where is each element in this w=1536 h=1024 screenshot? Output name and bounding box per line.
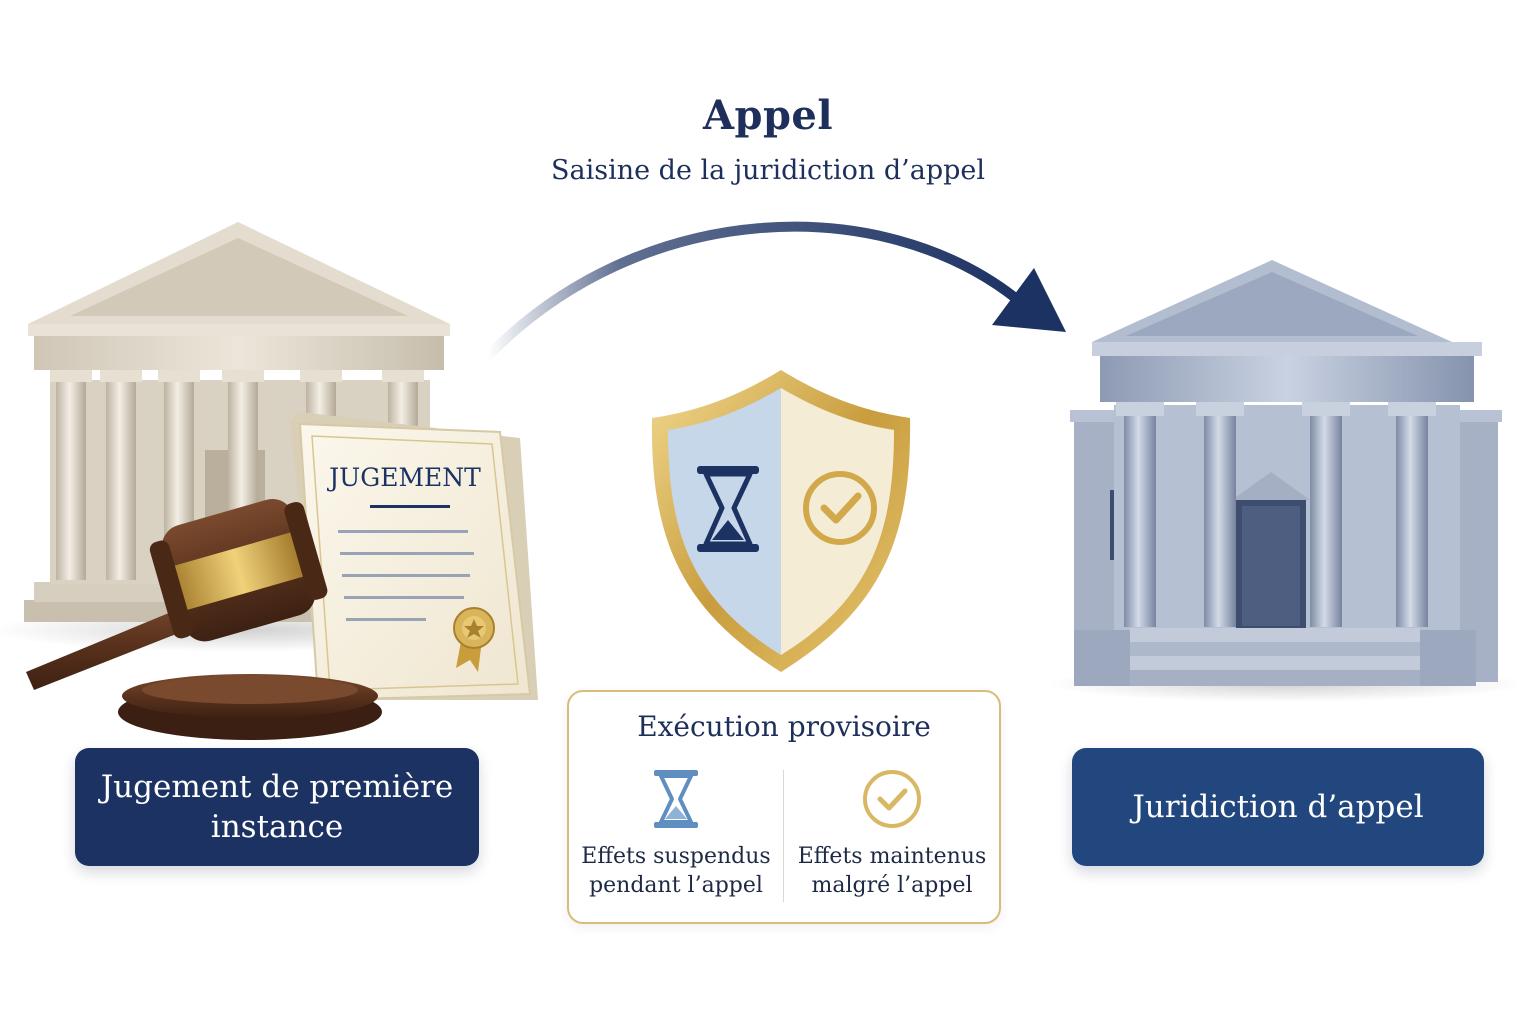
judgment-title: JUGEMENT <box>326 463 481 492</box>
maintained-line-1: Effets maintenus <box>797 844 987 869</box>
shield-hourglass-icon <box>697 466 759 552</box>
shield-icon <box>651 370 911 672</box>
shield-check-icon <box>803 471 877 545</box>
provisional-execution-title: Exécution provisoire <box>637 710 931 743</box>
check-circle-icon <box>863 770 921 828</box>
page-title: Appel <box>702 92 834 139</box>
maintained-effects-text: Effets maintenus malgré l’appel <box>785 842 999 900</box>
panel-divider <box>783 770 784 902</box>
appeal-court-label-text: Juridiction d’appel <box>1132 788 1424 825</box>
maintained-line-2: malgré l’appel <box>811 873 973 899</box>
judgment-document: JUGEMENT <box>290 412 538 702</box>
page-subtitle: Saisine de la juridiction d’appel <box>550 155 986 186</box>
appeal-court-building <box>1045 260 1525 702</box>
suspended-effects-column: Effets suspendus pendant l’appel <box>569 766 783 900</box>
appeal-court-label: Juridiction d’appel <box>1072 748 1484 866</box>
first-instance-label: Jugement de première instance <box>75 748 479 866</box>
provisional-execution-panel: Exécution provisoire Effets suspendus pe… <box>567 690 1001 924</box>
appeal-arrow <box>483 221 1066 361</box>
suspended-line-2: pendant l’appel <box>589 873 763 899</box>
hourglass-icon <box>654 770 698 828</box>
suspended-line-1: Effets suspendus <box>581 844 771 869</box>
gavel-icon <box>26 498 382 740</box>
maintained-effects-column: Effets maintenus malgré l’appel <box>785 766 999 900</box>
gold-seal-icon <box>453 607 495 672</box>
first-instance-label-text: Jugement de première instance <box>100 768 454 845</box>
suspended-effects-text: Effets suspendus pendant l’appel <box>569 842 783 900</box>
